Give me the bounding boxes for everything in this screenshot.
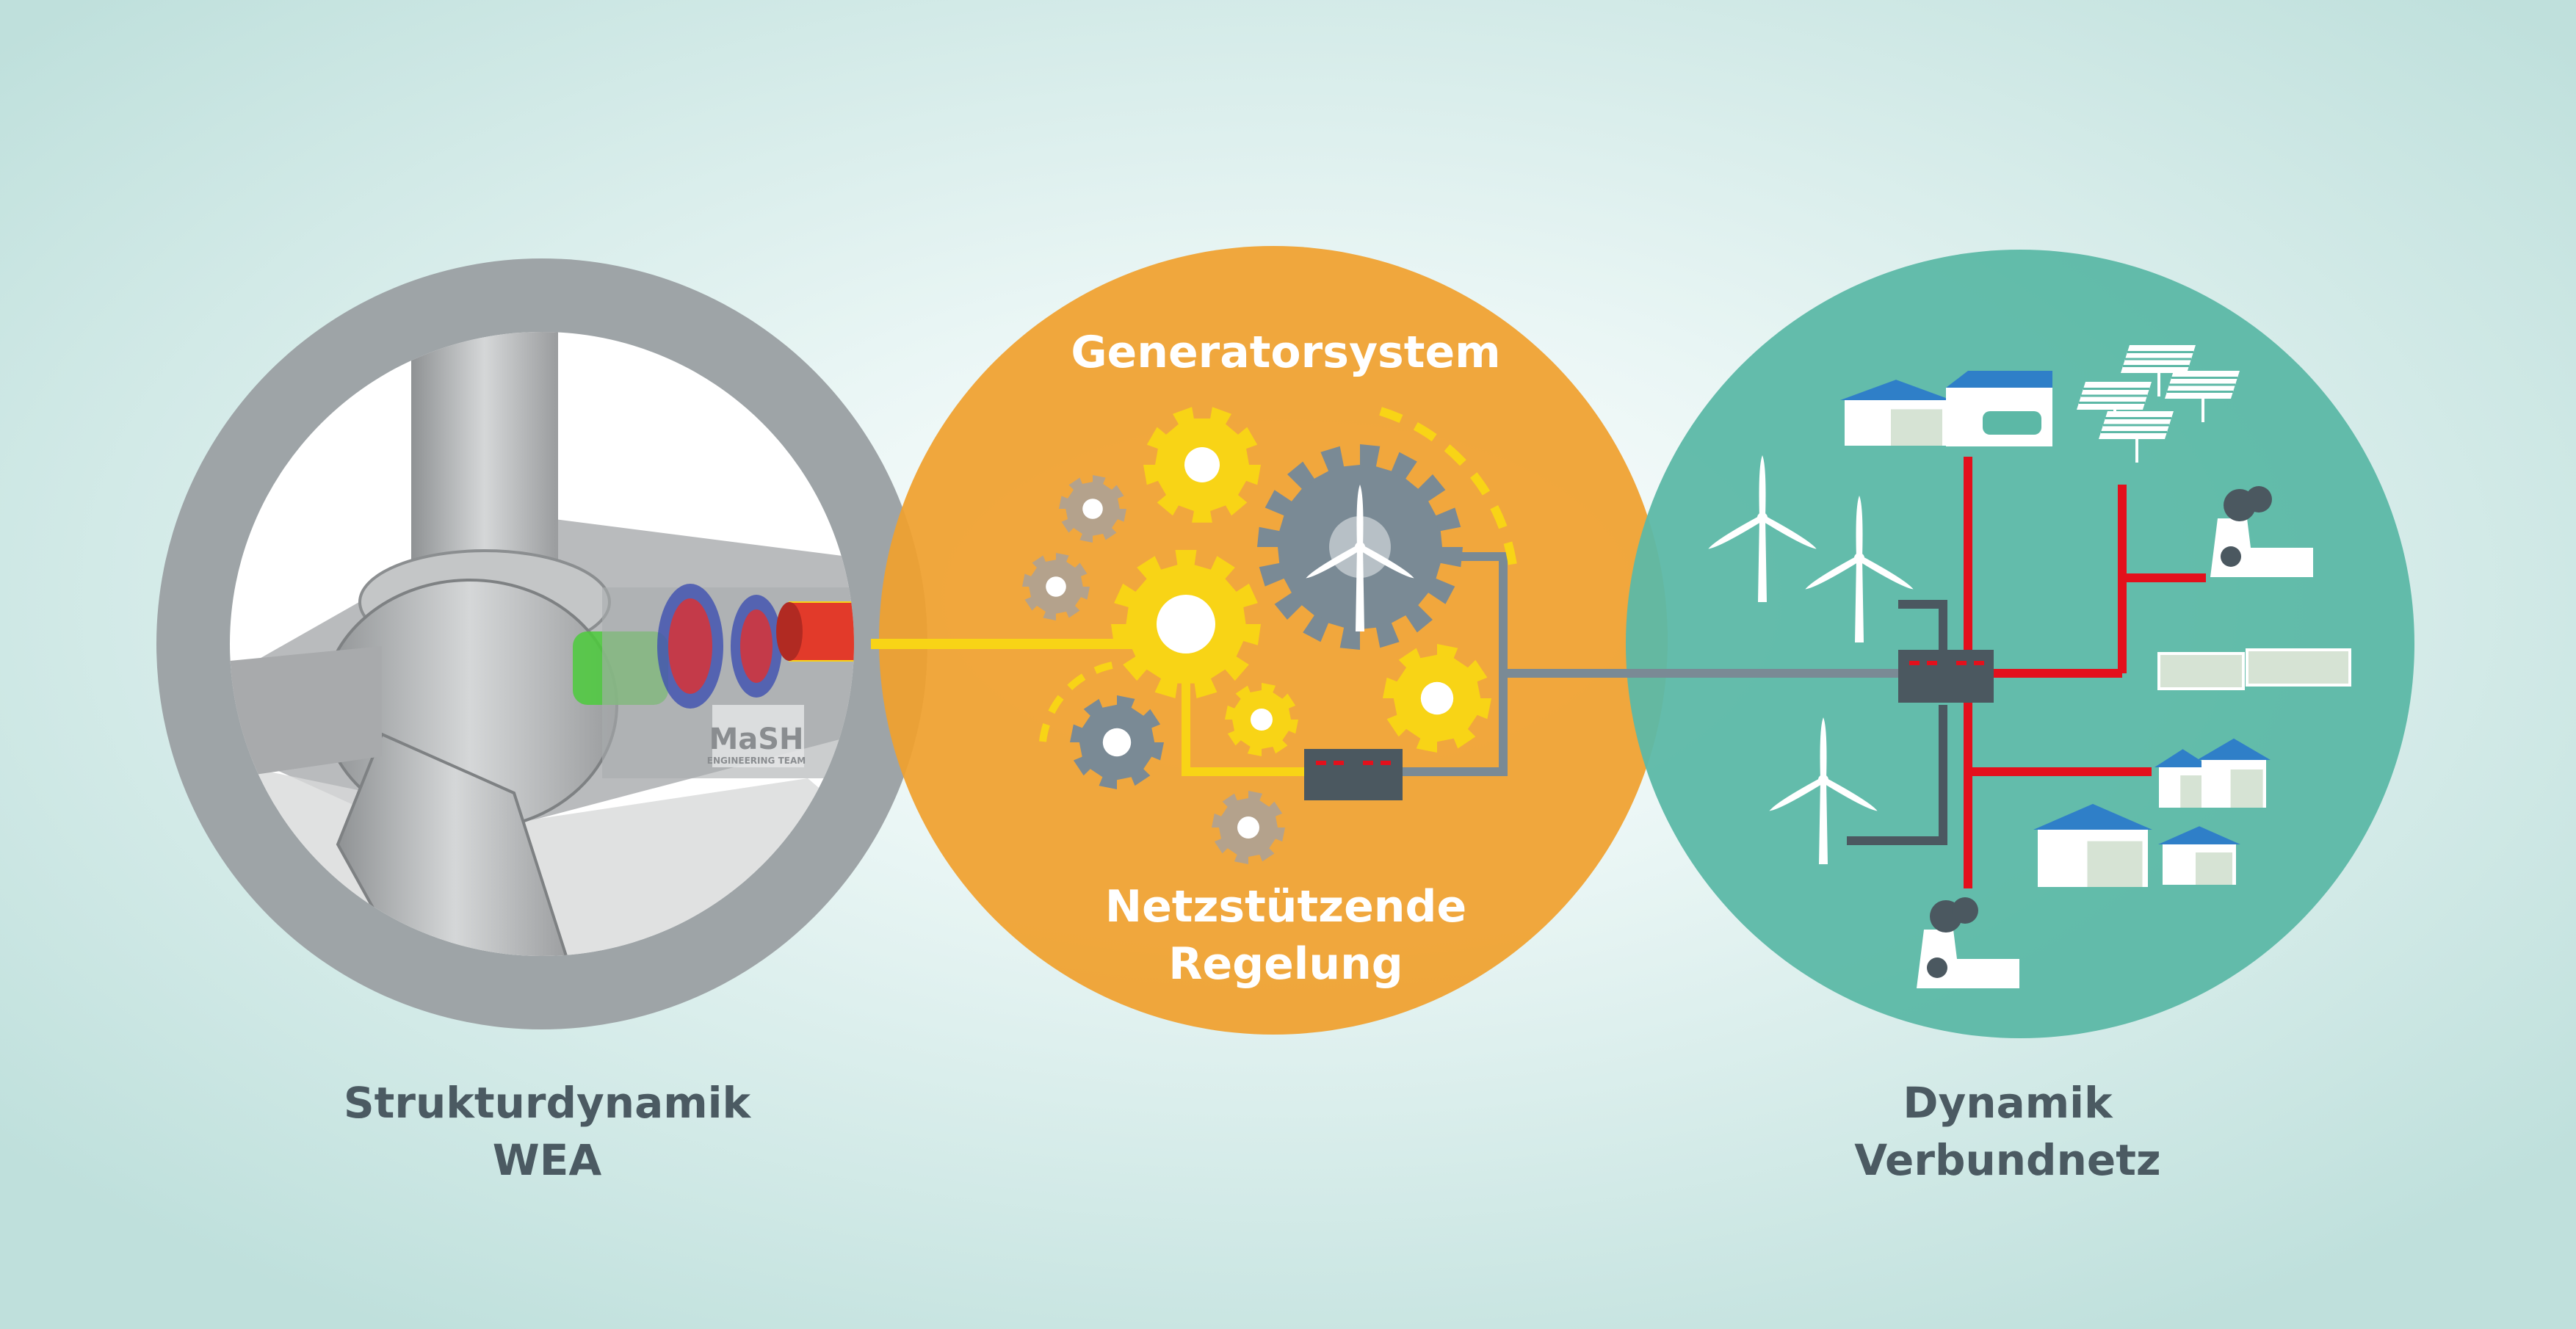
right-label-line1: Dynamik xyxy=(1903,1078,2113,1128)
grid-dynamics-circle xyxy=(1626,250,2414,1038)
house-icon xyxy=(1840,380,1952,446)
dashed-arc-bottom xyxy=(1039,661,1117,742)
grid-support-control-line1: Netzstützende xyxy=(1105,881,1466,933)
wind-turbine-icon xyxy=(1805,496,1914,642)
grid-support-control-line2: Regelung xyxy=(1168,938,1403,990)
storage-tank-icon xyxy=(2157,652,2245,690)
mash-logo-subtext: ENGINEERING TEAM xyxy=(707,756,806,766)
generator-system-circle xyxy=(879,246,1668,1035)
tan-gear-icon xyxy=(1212,791,1285,864)
left-label-line1: Strukturdynamik xyxy=(344,1078,752,1128)
solar-panel-icon xyxy=(2099,411,2174,463)
structural-dynamics-circle: MaSH ENGINEERING TEAM xyxy=(156,258,927,1029)
power-plant-icon xyxy=(1917,897,2019,988)
converter-wire xyxy=(1400,552,1508,776)
turbine-nacelle-render: MaSH ENGINEERING TEAM xyxy=(230,332,854,956)
main-yellow-gear-icon xyxy=(1111,550,1261,698)
electric-car-icon xyxy=(1983,411,2041,435)
solar-panel-icon xyxy=(2121,345,2196,396)
house-icon xyxy=(2154,749,2211,808)
wind-turbine-icon xyxy=(1769,717,1878,864)
yellow-gear-icon xyxy=(1143,407,1261,523)
storage-tank-icon xyxy=(2246,648,2351,687)
yellow-gear-icon xyxy=(1383,644,1491,753)
grid-icons xyxy=(1708,345,2351,988)
small-yellow-gear-icon xyxy=(1225,683,1298,756)
right-label-line2: Verbundnetz xyxy=(1854,1135,2160,1185)
generator-system-title: Generatorsystem xyxy=(1071,327,1500,378)
house-icon xyxy=(2033,803,2152,887)
wind-turbine-icon xyxy=(1306,485,1414,631)
left-label-line2: WEA xyxy=(493,1135,602,1185)
generator-wire xyxy=(1182,683,1307,776)
house-icon xyxy=(2197,738,2271,808)
power-grid xyxy=(1847,457,2206,888)
power-plant-icon xyxy=(2210,486,2313,577)
tan-gear-icon xyxy=(1059,475,1126,543)
house-icon xyxy=(2158,826,2240,885)
grid-node-box xyxy=(1898,650,1994,703)
tan-gear-icon xyxy=(1022,553,1090,620)
solar-panel-icon xyxy=(2165,371,2240,422)
converter-box xyxy=(1304,749,1403,800)
mash-logo: MaSH xyxy=(709,723,803,756)
wind-turbine-icon xyxy=(1708,455,1817,602)
gears-group xyxy=(1022,407,1491,864)
gray-gear-icon xyxy=(1070,695,1164,789)
